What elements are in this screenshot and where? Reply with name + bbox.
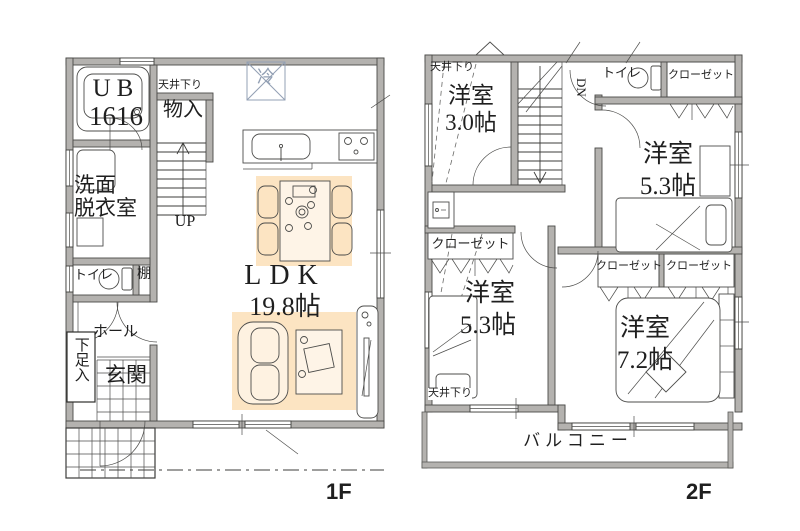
ceiling-drop-label: 天井下り: [428, 387, 472, 400]
vent-mark: [625, 41, 641, 64]
room-b-label: 洋室: [642, 141, 693, 168]
floor2-doors: [472, 69, 641, 288]
window: [424, 103, 433, 167]
dining-table: [279, 180, 331, 262]
chair: [331, 222, 353, 256]
living-set: [237, 321, 343, 405]
ceiling-drop-label: 天井下り: [158, 79, 202, 91]
window: [192, 420, 240, 429]
floor1-plan: [65, 57, 391, 479]
chair: [257, 185, 279, 219]
washroom-label-line1: 洗面: [74, 173, 116, 197]
refrigerator-box: [246, 61, 286, 101]
chair: [331, 185, 353, 219]
coffee-table: [295, 329, 343, 395]
ceiling-drop-label: 天井下り: [430, 61, 474, 73]
door-arc: [561, 250, 599, 288]
window: [469, 398, 519, 419]
stove: [338, 132, 375, 161]
washroom-label-line2: 脱衣室: [74, 196, 137, 220]
door-arc: [109, 117, 143, 151]
floor2-label: 2F: [686, 479, 712, 504]
room-b-size: 5.3帖: [639, 173, 697, 200]
bed-room-b: [615, 197, 733, 253]
window: [728, 131, 749, 199]
dining-set: [257, 180, 353, 262]
closet-label: クローゼット: [596, 260, 662, 272]
floor2-plan: [421, 41, 749, 469]
window: [728, 296, 749, 350]
stairs-down-label: DN: [574, 78, 589, 97]
stairs-up-label: UP: [174, 213, 196, 230]
storage-label: 物入: [163, 99, 203, 121]
shoe-cabinet-box: [66, 331, 96, 403]
ldk-label: LDK: [244, 260, 326, 291]
floor1-windows: [65, 57, 391, 455]
balcony-label: バルコニー: [523, 431, 633, 450]
kitchen-counter: [242, 129, 378, 170]
shoe-cabinet-label: 下足入: [72, 337, 89, 382]
closet-label: クローゼット: [666, 260, 732, 272]
door-arc: [601, 109, 641, 149]
window: [119, 57, 155, 66]
toilet-label: トイレ: [74, 267, 114, 282]
unit-bath-label: UB: [92, 75, 140, 102]
floor1-doors: [77, 117, 158, 467]
window: [571, 422, 631, 431]
tv-board: [356, 305, 379, 419]
refrigerator-label: 冷: [257, 67, 275, 87]
window: [65, 265, 74, 293]
floor1-label: 1F: [326, 479, 352, 504]
vent-mark: [565, 41, 581, 64]
chair: [257, 222, 279, 256]
closet-label: クローゼット: [668, 69, 734, 81]
toilet-fixture: [98, 267, 133, 291]
toilet-label: トイレ: [602, 65, 642, 80]
door-arc: [569, 69, 607, 107]
closet-top-right: [666, 61, 736, 120]
room-d-size: 7.2帖: [616, 347, 674, 374]
door-arc: [116, 301, 158, 343]
closet-label: クローゼット: [431, 236, 510, 251]
unit-bath-size: 1616: [89, 101, 143, 131]
window: [241, 414, 299, 455]
hall-label: ホール: [93, 324, 139, 340]
floor2-windows: [424, 41, 749, 437]
room-c-label: 洋室: [464, 280, 515, 307]
desk-room-b: [699, 145, 731, 197]
room-a-size: 3.0帖: [445, 110, 497, 135]
balcony-walls: [421, 411, 734, 469]
entrance-tiles: [96, 356, 150, 421]
room-a-label: 洋室: [448, 83, 494, 108]
bed-room-d: [615, 293, 735, 403]
roof-vent: [475, 41, 505, 56]
room-d-label: 洋室: [619, 315, 670, 342]
door-arc: [472, 146, 512, 186]
room-c-size: 5.3帖: [459, 312, 517, 339]
toilet-fixture: [627, 65, 662, 91]
closet-mid-left: [427, 232, 514, 276]
window: [65, 212, 74, 248]
entrance-label: 玄関: [105, 363, 147, 387]
door-arc: [520, 231, 558, 269]
shelf-label: 棚: [137, 267, 151, 282]
window: [633, 416, 695, 437]
stairs-down: [517, 61, 563, 186]
washing-machine: [76, 149, 116, 247]
stairs-up: [157, 142, 207, 216]
window: [370, 209, 391, 299]
ldk-size-label: 19.8帖: [249, 292, 321, 321]
vent-mark: [370, 94, 391, 109]
wall-panel-box: [427, 191, 455, 229]
window: [65, 149, 74, 187]
